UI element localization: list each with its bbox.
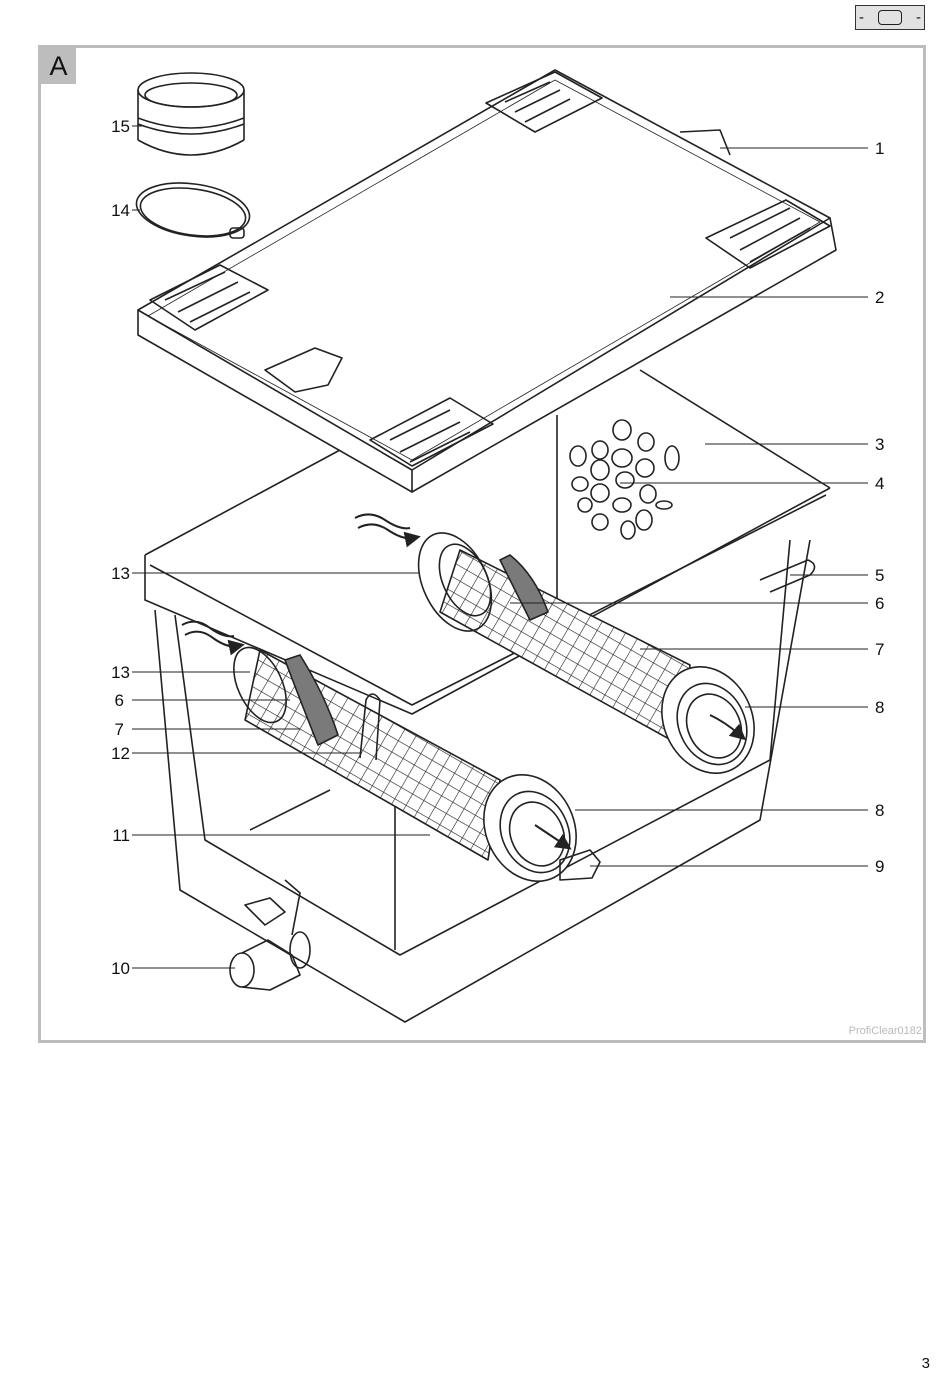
filter-cylinder-rear: [417, 532, 755, 775]
filter-lid: [137, 69, 837, 493]
figure-watermark: ProfiClear0182: [848, 1025, 922, 1037]
drain-valve: [229, 879, 311, 991]
callout-10: 10: [111, 959, 130, 978]
page-corner-badge: - -: [855, 5, 925, 30]
leader-lines: [132, 125, 868, 969]
callout-13-upper: 13: [111, 564, 130, 583]
callout-7-left: 7: [114, 720, 124, 739]
flow-arrows: [181, 513, 747, 850]
callout-12: 12: [111, 744, 130, 763]
connection-sleeve: [137, 72, 245, 156]
callout-2: 2: [875, 288, 885, 307]
rounded-rectangle-icon: [878, 10, 902, 25]
callout-7-right: 7: [875, 640, 885, 659]
badge-right-mark: -: [916, 9, 921, 26]
outlet-clip: [559, 849, 601, 881]
figure-letter: A: [41, 48, 76, 84]
filter-media-stones: [569, 419, 680, 540]
hose-clamp: [135, 182, 251, 239]
callout-14: 14: [111, 201, 130, 220]
page-number: 3: [921, 1355, 930, 1372]
callout-8-upper: 8: [875, 698, 885, 717]
callout-8-lower: 8: [875, 801, 885, 820]
callout-3: 3: [875, 435, 885, 454]
filter-cylinder-front: [233, 646, 577, 883]
callout-1: 1: [875, 139, 885, 158]
callout-11: 11: [112, 826, 130, 845]
callout-9: 9: [875, 857, 885, 876]
callout-6-left: 6: [114, 691, 124, 710]
callout-13-lower: 13: [111, 663, 130, 682]
callout-5: 5: [875, 566, 885, 585]
callout-15: 15: [111, 117, 130, 136]
callout-6-right: 6: [875, 594, 885, 613]
badge-left-mark: -: [859, 9, 864, 26]
callout-4: 4: [875, 474, 885, 493]
filter-handle: [359, 693, 381, 761]
figure-frame: [38, 45, 926, 1043]
